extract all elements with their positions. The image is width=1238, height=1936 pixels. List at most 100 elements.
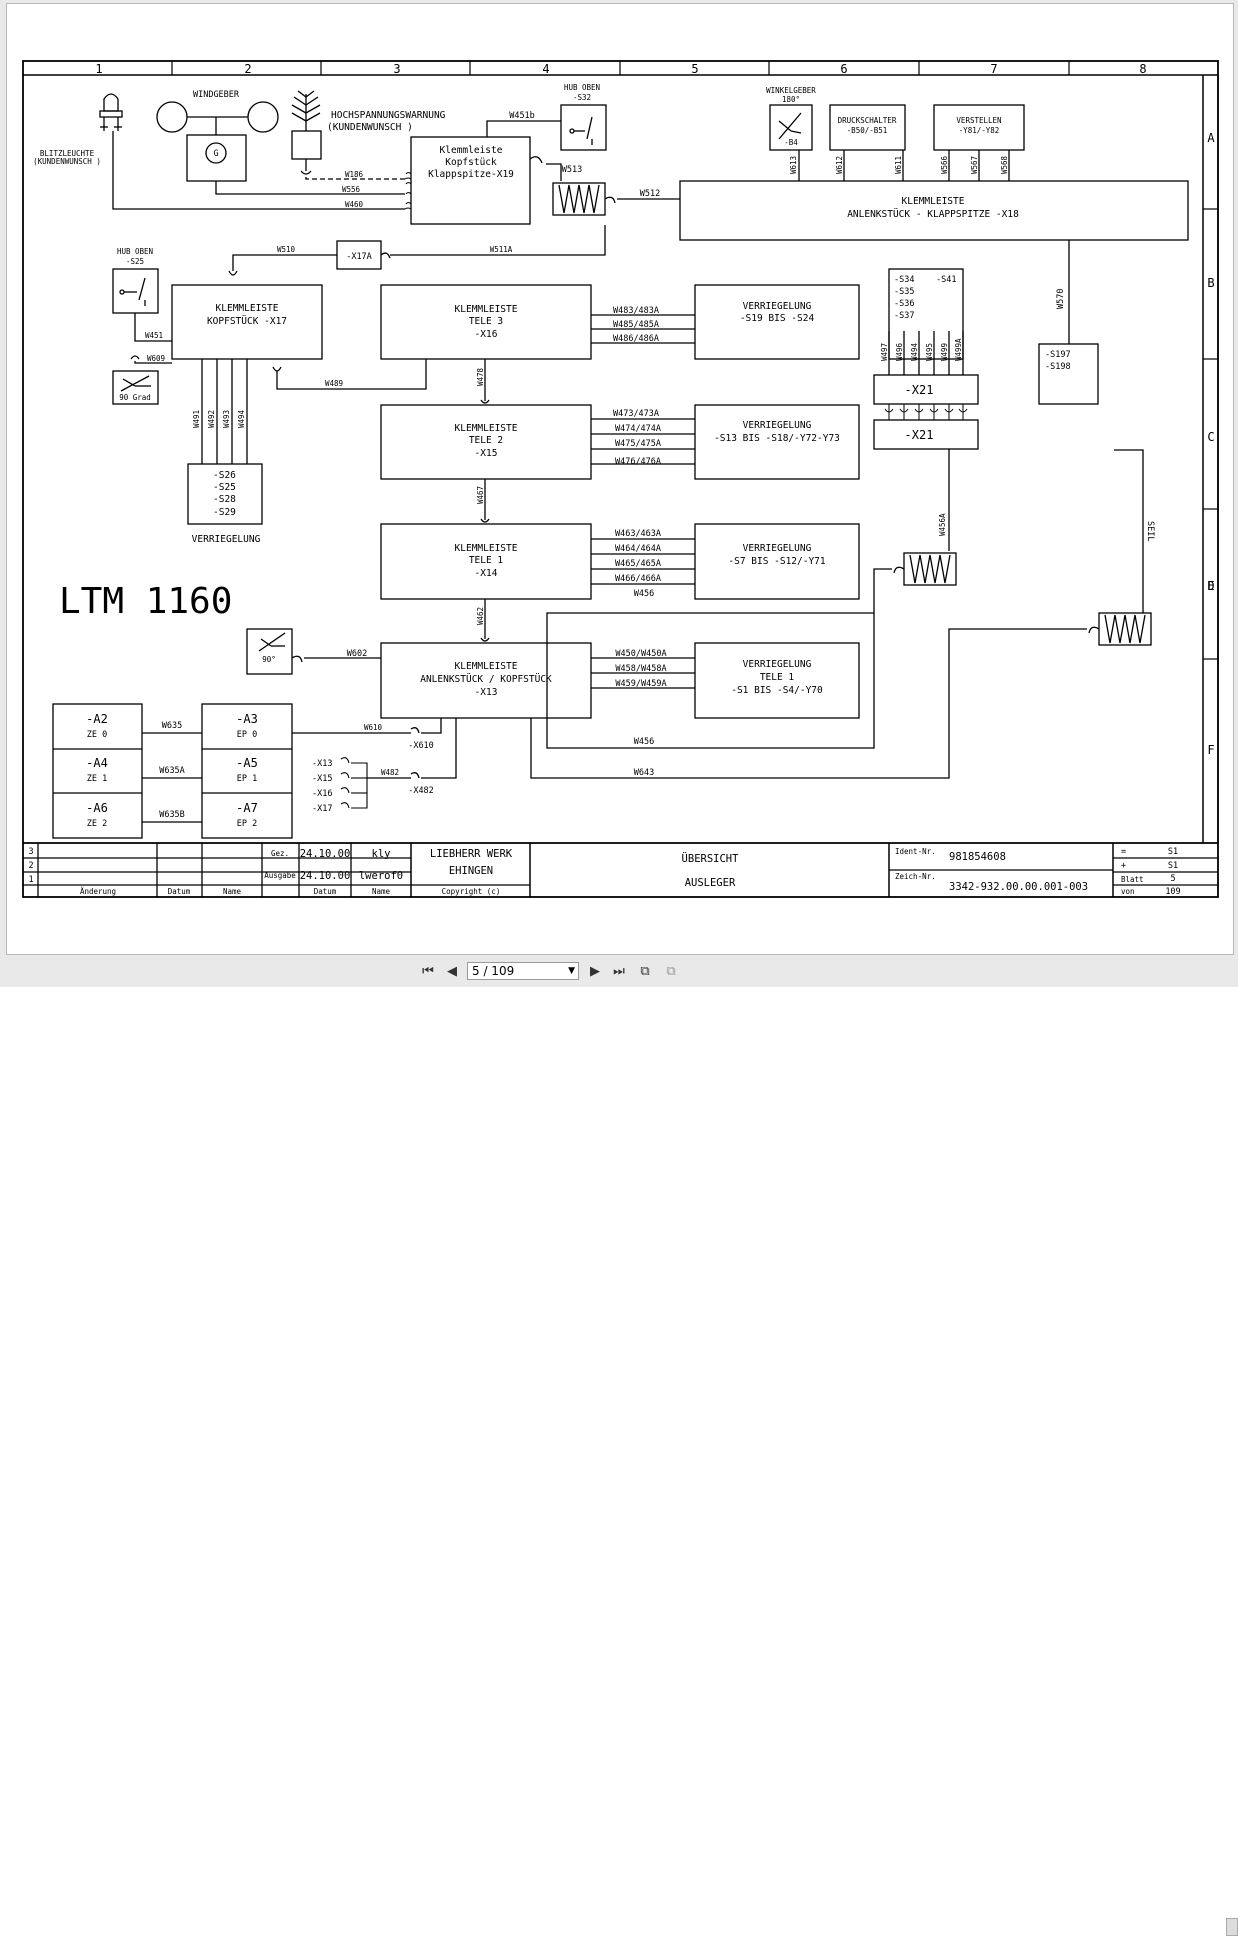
winkelgeber-180: [769, 104, 813, 151]
name-label: Name: [372, 887, 391, 896]
box-label: -S19 BIS -S24: [740, 313, 815, 324]
module-id: -A2: [86, 712, 108, 726]
col-label: 2: [244, 62, 251, 76]
wire-label: W466/466A: [615, 574, 661, 584]
wire-x610-x13: [421, 718, 442, 734]
sensor-label: 90°: [262, 655, 276, 664]
box-label: VERSTELLEN: [956, 116, 1001, 125]
page-number: 5 / 109: [472, 964, 515, 978]
box-label: KLEMMLEISTE: [455, 423, 518, 434]
box-label: -S36: [894, 299, 914, 309]
revision-row: 2: [28, 861, 33, 871]
windgeber-cup-right: [247, 101, 279, 133]
wires-w491-w494: [201, 359, 248, 464]
wire-label: W460: [345, 200, 364, 209]
box-label: -S197: [1045, 350, 1071, 360]
winkelgeber-90-lower: [246, 628, 293, 675]
wire-label: W450/W450A: [615, 649, 666, 659]
model-title: LTM 1160: [59, 581, 232, 622]
drawing-title: ÜBERSICHT: [682, 852, 740, 865]
wire-label: W568: [1000, 155, 1009, 174]
wire-label: W556: [342, 185, 361, 194]
box-label: Kopfstück: [445, 157, 497, 168]
box-label: -X14: [475, 568, 498, 579]
box-label: -S13 BIS -S18/-Y72-Y73: [714, 433, 840, 444]
gez-name: kly: [372, 848, 391, 860]
datum-label: Datum: [314, 887, 337, 896]
hochspannung-sublabel: (KUNDENWUNSCH ): [327, 122, 413, 133]
col-label: 4: [542, 62, 549, 76]
wire-label: W491: [192, 410, 201, 428]
box-label: -S28: [213, 494, 236, 505]
sensor-label: 180°: [782, 95, 800, 104]
box-label: KLEMMLEISTE: [455, 304, 518, 315]
connector-label: -X17: [312, 804, 332, 814]
zeich-label: Zeich-Nr.: [895, 872, 936, 881]
module-label: EP 2: [237, 819, 257, 829]
forward-view-icon[interactable]: ⧉: [666, 963, 676, 979]
first-page-icon[interactable]: ⏮: [422, 963, 434, 979]
wire-label: W511A: [490, 245, 513, 254]
connector-label: -X13: [312, 759, 332, 769]
klemmleiste-x16: [380, 284, 592, 360]
ident-number: 981854608: [949, 851, 1006, 863]
ausgabe-date: 24.10.00: [300, 870, 351, 882]
box-label: VERRIEGELUNG: [743, 420, 812, 431]
wire-label: W478: [476, 367, 485, 386]
switch-label: -S32: [573, 93, 591, 102]
wire-label: W474/474A: [615, 424, 661, 434]
box-label: KLEMMLEISTE: [216, 303, 279, 314]
wire-w511a: [390, 225, 606, 256]
box-label: KOPFSTÜCK -X17: [207, 316, 287, 327]
next-page-icon[interactable]: ▶: [590, 963, 600, 979]
x21-plugs: [884, 404, 968, 420]
wire-label: W635B: [159, 810, 185, 820]
wires-w635: [142, 732, 202, 823]
zeich-number: 3342-932.00.00.001-003: [949, 881, 1088, 893]
col-label: 1: [95, 62, 102, 76]
wires-x16: [591, 314, 695, 344]
wire-w510: [232, 254, 337, 271]
box-label: DRUCKSCHALTER: [838, 116, 897, 125]
blatt-value: 5: [1170, 874, 1175, 884]
connector-label: -X610: [408, 741, 434, 751]
page-selector[interactable]: 5 / 109 ▼: [467, 962, 579, 980]
revision-header: Änderung: [80, 887, 116, 896]
box-label: -S1 BIS -S4/-Y70: [731, 685, 823, 696]
col-label: 8: [1139, 62, 1146, 76]
verriegelung-left-box: [187, 463, 263, 525]
wire-label: W493: [222, 410, 231, 428]
row-label: E: [1207, 579, 1214, 593]
revision-row: 3: [28, 847, 33, 857]
prev-page-icon[interactable]: ◀: [447, 963, 457, 979]
wire-w513: [546, 163, 562, 181]
generator-symbol: G: [213, 149, 218, 159]
wire-label: W485/485A: [613, 320, 659, 330]
wire-label: W451: [145, 331, 163, 340]
klemmleiste-x18: [679, 180, 1189, 241]
back-view-icon[interactable]: ⧉: [640, 963, 650, 979]
connector-label: -X16: [312, 789, 332, 799]
wire-w456-lower: [546, 613, 875, 749]
wire-label: W610: [364, 723, 383, 732]
last-page-icon[interactable]: ⏭: [613, 963, 625, 979]
wire-label: W464/464A: [615, 544, 661, 554]
module-id: -A7: [236, 801, 258, 815]
klemmleiste-x15: [380, 404, 592, 480]
blitzleuchte-sublabel: (KUNDENWUNSCH ): [33, 157, 101, 166]
connector-label: -X482: [408, 786, 434, 796]
x19-connectors: [404, 172, 412, 210]
box-label: KLEMMLEISTE: [455, 543, 518, 554]
row-dividers: [1203, 208, 1218, 660]
box-label: -S7 BIS -S12/-Y71: [728, 556, 826, 567]
box-label: ANLENKSTÜCK - KLAPPSPITZE -X18: [847, 209, 1019, 220]
wire-label: W497: [880, 343, 889, 361]
wire-w451: [134, 313, 172, 342]
wire-label: W483/483A: [613, 306, 659, 316]
wire-label: SEIL: [1145, 521, 1155, 541]
wire-label: W510: [277, 245, 296, 254]
side-panel-button[interactable]: [1226, 1918, 1238, 1936]
module-id: -A4: [86, 756, 108, 770]
module-id: -A6: [86, 801, 108, 815]
switch-label: -S25: [126, 257, 144, 266]
